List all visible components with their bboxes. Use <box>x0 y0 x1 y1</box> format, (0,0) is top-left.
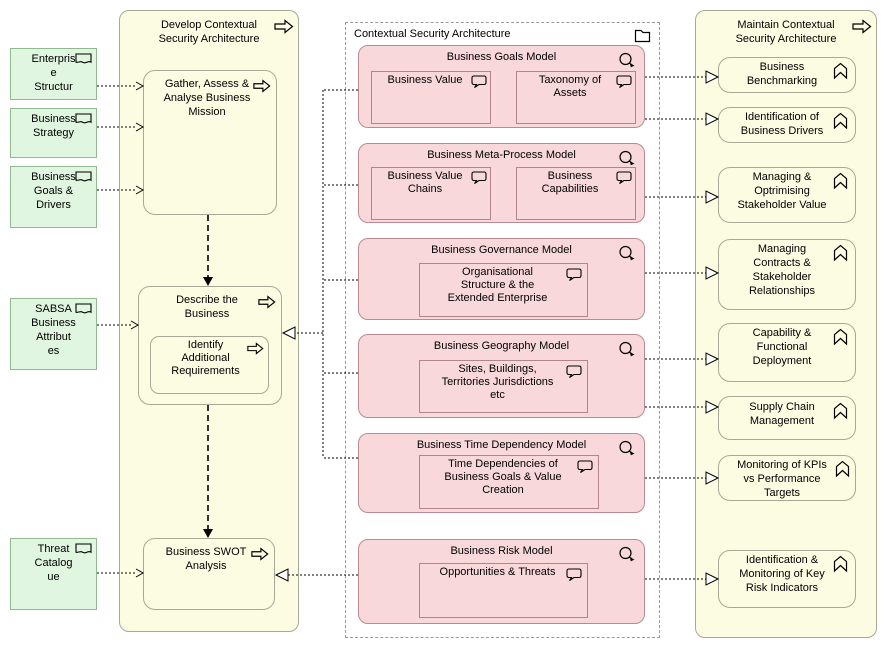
input-sabsa-business-attributes[interactable]: SABSA Business Attribut es <box>10 298 97 370</box>
composite-icon <box>618 52 636 70</box>
process-arrow-icon <box>251 547 269 561</box>
node-label: SABSA Business Attribut es <box>31 303 76 357</box>
node-label: Capability & Functional Deployment <box>752 327 812 367</box>
item-label: Business Value <box>387 74 463 86</box>
node-label: Identification of Business Drivers <box>740 111 824 137</box>
callout-icon <box>566 365 582 378</box>
folder-icon <box>634 28 651 43</box>
model-business-time-dependency[interactable]: Business Time Dependency Model Time Depe… <box>358 433 645 513</box>
item-label: Opportunities & Threats <box>439 566 556 578</box>
process-arrow-icon <box>258 295 276 309</box>
node-label: Business Goals & Drivers <box>31 171 76 211</box>
node-label: Business Strategy <box>31 113 76 139</box>
callout-icon <box>566 568 582 581</box>
function-identification-monitoring-key-risk-indicators[interactable]: Identification & Monitoring of Key Risk … <box>718 550 856 608</box>
node-label: Monitoring of KPIs vs Performance Target… <box>737 459 827 499</box>
item-label: Organisational Structure & the Extended … <box>447 266 548 304</box>
model-title: Business Time Dependency Model <box>416 439 587 451</box>
process-describe-the-business[interactable]: Describe the Business Identify Additiona… <box>138 286 282 405</box>
callout-icon <box>471 171 487 184</box>
function-identification-of-business-drivers[interactable]: Identification of Business Drivers <box>718 107 856 143</box>
model-title: Business Geography Model <box>433 340 570 352</box>
function-icon <box>832 244 849 262</box>
representation-icon <box>75 543 92 556</box>
function-business-benchmarking[interactable]: Business Benchmarking <box>718 57 856 93</box>
node-label: Enterpris e Structur <box>31 53 76 93</box>
composite-icon <box>618 546 636 564</box>
callout-icon <box>577 460 593 473</box>
process-arrow-icon <box>852 19 872 34</box>
function-icon <box>834 460 851 478</box>
process-identify-additional-requirements[interactable]: Identify Additional Requirements <box>150 336 269 394</box>
composite-icon <box>618 440 636 458</box>
function-managing-optimising-stakeholder-value[interactable]: Managing & Optrimising Stakeholder Value <box>718 167 856 223</box>
input-business-strategy[interactable]: Business Strategy <box>10 108 97 158</box>
callout-icon <box>616 171 632 184</box>
node-label: Business Benchmarking <box>746 61 818 87</box>
input-business-goals-drivers[interactable]: Business Goals & Drivers <box>10 166 97 228</box>
item-label: Sites, Buildings, Territories Jurisdicti… <box>441 363 554 401</box>
model-title: Business Risk Model <box>450 545 553 557</box>
composite-icon <box>618 150 636 168</box>
function-icon <box>832 62 849 80</box>
node-label: Identify Additional Requirements <box>171 339 240 377</box>
composite-icon <box>618 245 636 263</box>
function-icon <box>832 402 849 420</box>
model-item-opportunities-threats[interactable]: Opportunities & Threats <box>419 563 588 618</box>
model-title: Business Goals Model <box>446 51 557 63</box>
container-title: Develop Contextual Security Architecture <box>158 19 260 45</box>
model-business-meta-process[interactable]: Business Meta-Process Model Business Val… <box>358 143 645 223</box>
representation-icon <box>75 303 92 316</box>
item-label: Business Capabilities <box>541 170 599 195</box>
node-label: Managing & Optrimising Stakeholder Value <box>737 171 827 211</box>
function-icon <box>832 172 849 190</box>
process-gather-assess-analyse-business-mission[interactable]: Gather, Assess & Analyse Business Missio… <box>143 70 277 215</box>
representation-icon <box>75 171 92 184</box>
model-item-business-capabilities[interactable]: Business Capabilities <box>516 167 636 220</box>
representation-icon <box>75 53 92 66</box>
model-item-sites-buildings[interactable]: Sites, Buildings, Territories Jurisdicti… <box>419 360 588 413</box>
model-item-time-dependencies[interactable]: Time Dependencies of Business Goals & Va… <box>419 455 599 509</box>
node-label: Gather, Assess & Analyse Business Missio… <box>163 78 251 118</box>
node-label: Business SWOT Analysis <box>165 546 247 572</box>
model-business-geography[interactable]: Business Geography Model Sites, Building… <box>358 334 645 418</box>
model-business-goals[interactable]: Business Goals Model Business Value Taxo… <box>358 45 645 128</box>
function-monitoring-kpis-vs-performance-targets[interactable]: Monitoring of KPIs vs Performance Target… <box>718 455 856 501</box>
function-icon <box>832 555 849 573</box>
node-label: Describe the Business <box>176 294 238 320</box>
model-item-taxonomy-of-assets[interactable]: Taxonomy of Assets <box>516 71 636 124</box>
model-item-business-value[interactable]: Business Value <box>371 71 491 124</box>
container-title: Contextual Security Architecture <box>354 28 511 40</box>
model-business-risk[interactable]: Business Risk Model Opportunities & Thre… <box>358 539 645 624</box>
function-capability-functional-deployment[interactable]: Capability & Functional Deployment <box>718 323 856 382</box>
model-title: Business Governance Model <box>431 244 572 256</box>
model-title: Business Meta-Process Model <box>427 149 576 161</box>
node-label: Threat Catalog ue <box>34 543 73 583</box>
item-label: Business Value Chains <box>387 170 463 195</box>
function-managing-contracts-stakeholder-relationships[interactable]: Managing Contracts & Stakeholder Relatio… <box>718 239 856 310</box>
function-icon <box>832 112 849 130</box>
callout-icon <box>616 75 632 88</box>
process-business-swot-analysis[interactable]: Business SWOT Analysis <box>143 538 275 610</box>
input-threat-catalogue[interactable]: Threat Catalog ue <box>10 538 97 610</box>
node-label: Identification & Monitoring of Key Risk … <box>739 554 825 594</box>
model-item-business-value-chains[interactable]: Business Value Chains <box>371 167 491 220</box>
function-supply-chain-management[interactable]: Supply Chain Management <box>718 396 856 440</box>
process-arrow-icon <box>247 342 264 355</box>
callout-icon <box>566 268 582 281</box>
node-label: Managing Contracts & Stakeholder Relatio… <box>748 243 816 297</box>
container-title: Maintain Contextual Security Architectur… <box>735 19 837 45</box>
callout-icon <box>471 75 487 88</box>
process-arrow-icon <box>253 79 271 93</box>
item-label: Time Dependencies of Business Goals & Va… <box>444 458 562 496</box>
node-label: Supply Chain Management <box>749 401 815 427</box>
model-business-governance[interactable]: Business Governance Model Organisational… <box>358 238 645 320</box>
item-label: Taxonomy of Assets <box>538 74 602 99</box>
input-enterprise-structure[interactable]: Enterpris e Structur <box>10 48 97 100</box>
representation-icon <box>75 113 92 126</box>
model-item-organisational-structure[interactable]: Organisational Structure & the Extended … <box>419 263 588 317</box>
composite-icon <box>618 341 636 359</box>
process-arrow-icon <box>274 19 294 34</box>
function-icon <box>832 328 849 346</box>
